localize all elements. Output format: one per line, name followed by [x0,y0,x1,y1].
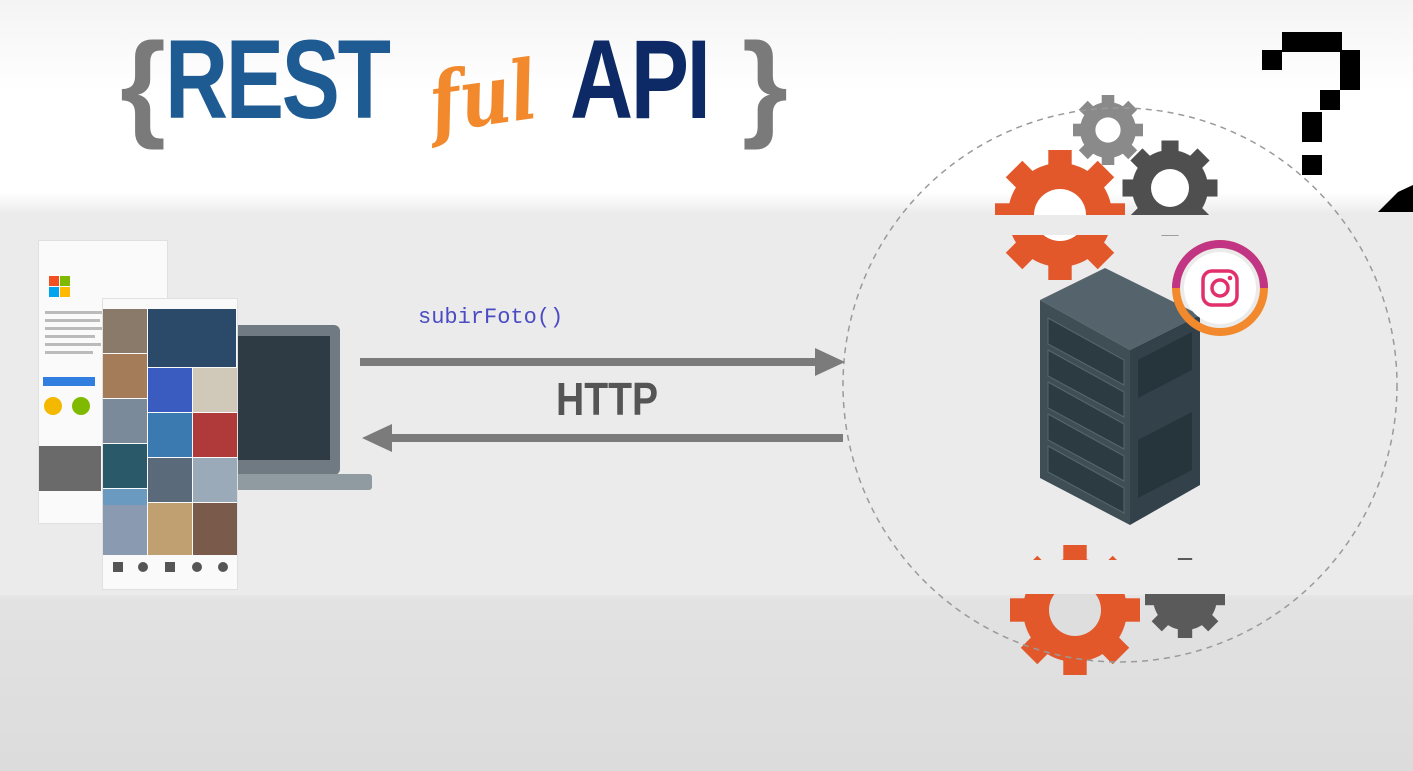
brace-close: } [742,19,788,151]
response-arrow [362,424,843,452]
title-rest: REST [165,17,391,142]
server-rack-icon [1040,268,1200,525]
smartphone-icon [102,298,238,590]
title-api: API [570,17,711,142]
restful-api-title: { REST ful API } [120,20,800,170]
function-call-label: subirFoto() [418,305,564,330]
protocol-label: HTTP [556,373,659,425]
brace-open: { [120,19,166,151]
gear-icon [1122,140,1218,236]
instagram-icon [1172,240,1268,336]
cloud-boundary [842,107,1398,663]
gear-icon [1010,545,1140,675]
request-arrow [360,348,845,376]
gear-icon [1073,95,1143,165]
